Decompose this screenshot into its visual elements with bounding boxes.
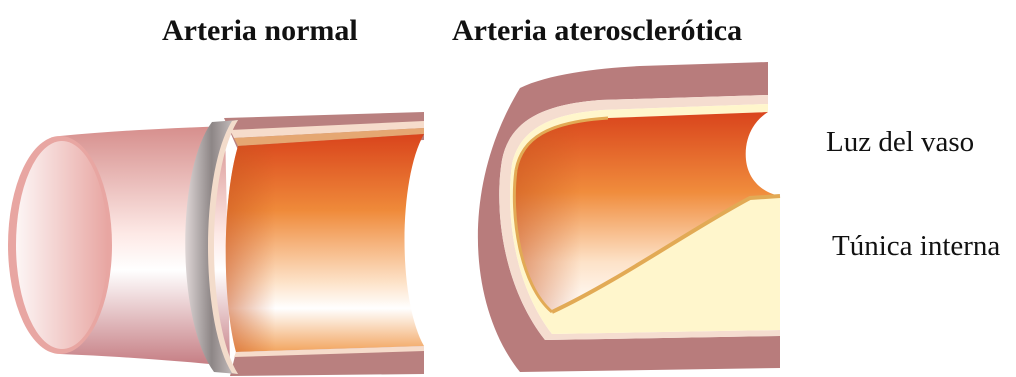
normal-artery [8, 112, 424, 376]
label-vessel-lumen: Luz del vaso [826, 126, 974, 159]
atherosclerotic-artery [478, 62, 780, 372]
title-normal-artery: Arteria normal [162, 14, 358, 48]
title-atherosclerotic-artery: Arteria aterosclerótica [452, 14, 742, 48]
label-tunica-interna: Túnica interna [832, 230, 1000, 263]
